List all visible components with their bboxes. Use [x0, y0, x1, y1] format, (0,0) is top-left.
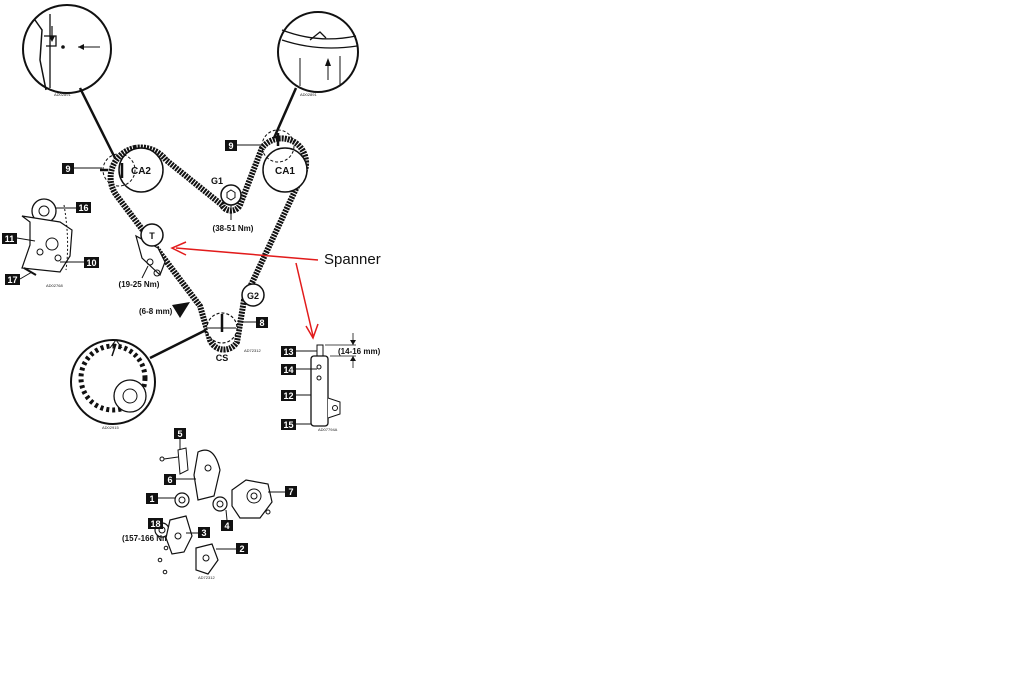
sprocket-label-cs: CS [216, 353, 229, 363]
crank-detail-circle: AD02915 [70, 339, 156, 430]
torque-crank-bolt: (157-166 Nm) [122, 534, 172, 543]
deflection-value: (6-8 mm) [139, 307, 173, 316]
idler-g1: G1 (38-51 Nm) [211, 176, 254, 233]
callout-number: 12 [283, 391, 293, 401]
callout-number: 14 [283, 365, 293, 375]
callout-9-right: 9 [225, 140, 262, 151]
callout-number: 16 [78, 203, 88, 213]
tensioner-pushrod-detail: (14-16 mm) AD07794A 13 14 12 15 [281, 333, 381, 432]
callout-number: 1 [149, 494, 154, 504]
idler-label-g1: G1 [211, 176, 223, 186]
idler-g2: G2 [241, 283, 265, 307]
figure-code: AD07794A [318, 427, 338, 432]
callout-number: 13 [283, 347, 293, 357]
callout-9-left: 9 [62, 163, 102, 174]
callout-number: 10 [86, 258, 96, 268]
figure-code: AD02891 [300, 92, 317, 97]
leader-line [78, 87, 117, 159]
figure-code: AD02915 [102, 425, 119, 430]
callout-number: 6 [167, 475, 172, 485]
detail-circle-top-left: AD02891 [22, 4, 112, 97]
callout-number: 7 [288, 487, 293, 497]
leader-line [149, 328, 207, 360]
pulley-ca1: CA1 [261, 129, 308, 193]
callout-number: 2 [239, 544, 244, 554]
figure-code: AD02768 [46, 283, 63, 288]
spanner-label: Spanner [324, 251, 381, 268]
callout-number: 3 [201, 528, 206, 538]
figure-code: AD72312 [244, 348, 261, 353]
detail-circle-top-right: AD02891 [277, 11, 359, 97]
callout-8: 8 [238, 317, 268, 328]
timing-belt [107, 135, 310, 353]
torque-tensioner: (19-25 Nm) [119, 280, 160, 289]
callout-number: 9 [228, 141, 233, 151]
tensioner-detail: AD02768 16 11 10 17 [2, 198, 99, 288]
figure-code: AD02891 [54, 92, 71, 97]
callout-number: 4 [224, 521, 229, 531]
callout-number: 15 [283, 420, 293, 430]
pulley-label-ca1: CA1 [275, 166, 295, 177]
callout-number: 18 [150, 519, 160, 529]
spanner-annotation: Spanner [170, 241, 381, 340]
exploded-parts-view: 5 6 7 1 4 18 (157-166 Nm) [122, 428, 297, 580]
tensioner-t: T (19-25 Nm) [119, 223, 166, 289]
idler-label-g2: G2 [247, 291, 259, 301]
leader-line [272, 87, 298, 139]
pushrod-measure: (14-16 mm) [338, 347, 381, 356]
callout-number: 11 [5, 234, 15, 244]
figure-code: AD72312 [198, 575, 215, 580]
callout-number: 9 [65, 164, 70, 174]
crank-sprocket-cs: CS AD72312 [206, 312, 261, 363]
belt-deflection-marker: (6-8 mm) [139, 302, 190, 318]
tensioner-label: T [149, 231, 155, 241]
torque-g1: (38-51 Nm) [213, 224, 254, 233]
callout-number: 17 [7, 275, 17, 285]
callout-number: 5 [177, 429, 182, 439]
pulley-label-ca2: CA2 [131, 166, 151, 177]
callout-number: 8 [259, 318, 264, 328]
pulley-ca2: CA2 [100, 147, 164, 193]
